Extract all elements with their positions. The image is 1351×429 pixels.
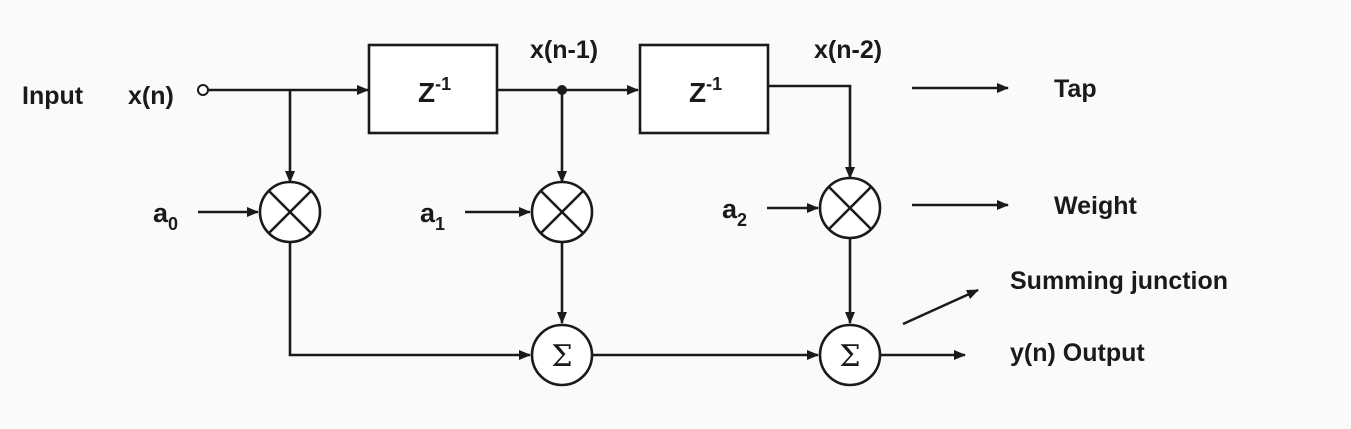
legend-tap-label: Tap [1054,75,1097,103]
legend-weight-label: Weight [1054,192,1138,220]
delay-2-label: Z-1 [689,74,722,108]
weight-a1-label: a1 [420,198,445,234]
delay-block-1 [367,43,499,135]
legend-summing-junction-label: Summing junction [1010,267,1228,295]
legend-summing-arrow [902,288,979,326]
input-signal-label: x(n) [128,82,174,110]
input-label: Input [22,82,84,110]
wire-to-mult-2 [768,84,855,179]
input-terminal [197,84,209,96]
tap-2-label: x(n-2) [814,36,882,64]
weight-a2-label: a2 [722,194,747,230]
delay-block-2 [638,43,770,135]
delay-1-label: Z-1 [418,74,451,108]
summer-1-symbol: Σ [551,339,572,374]
summer-2-symbol: Σ [839,339,860,374]
weight-a0-label: a0 [153,198,178,234]
wire-mult0-to-sum1 [288,242,531,360]
output-label: y(n) Output [1010,339,1145,367]
tap-1-label: x(n-1) [530,36,598,64]
